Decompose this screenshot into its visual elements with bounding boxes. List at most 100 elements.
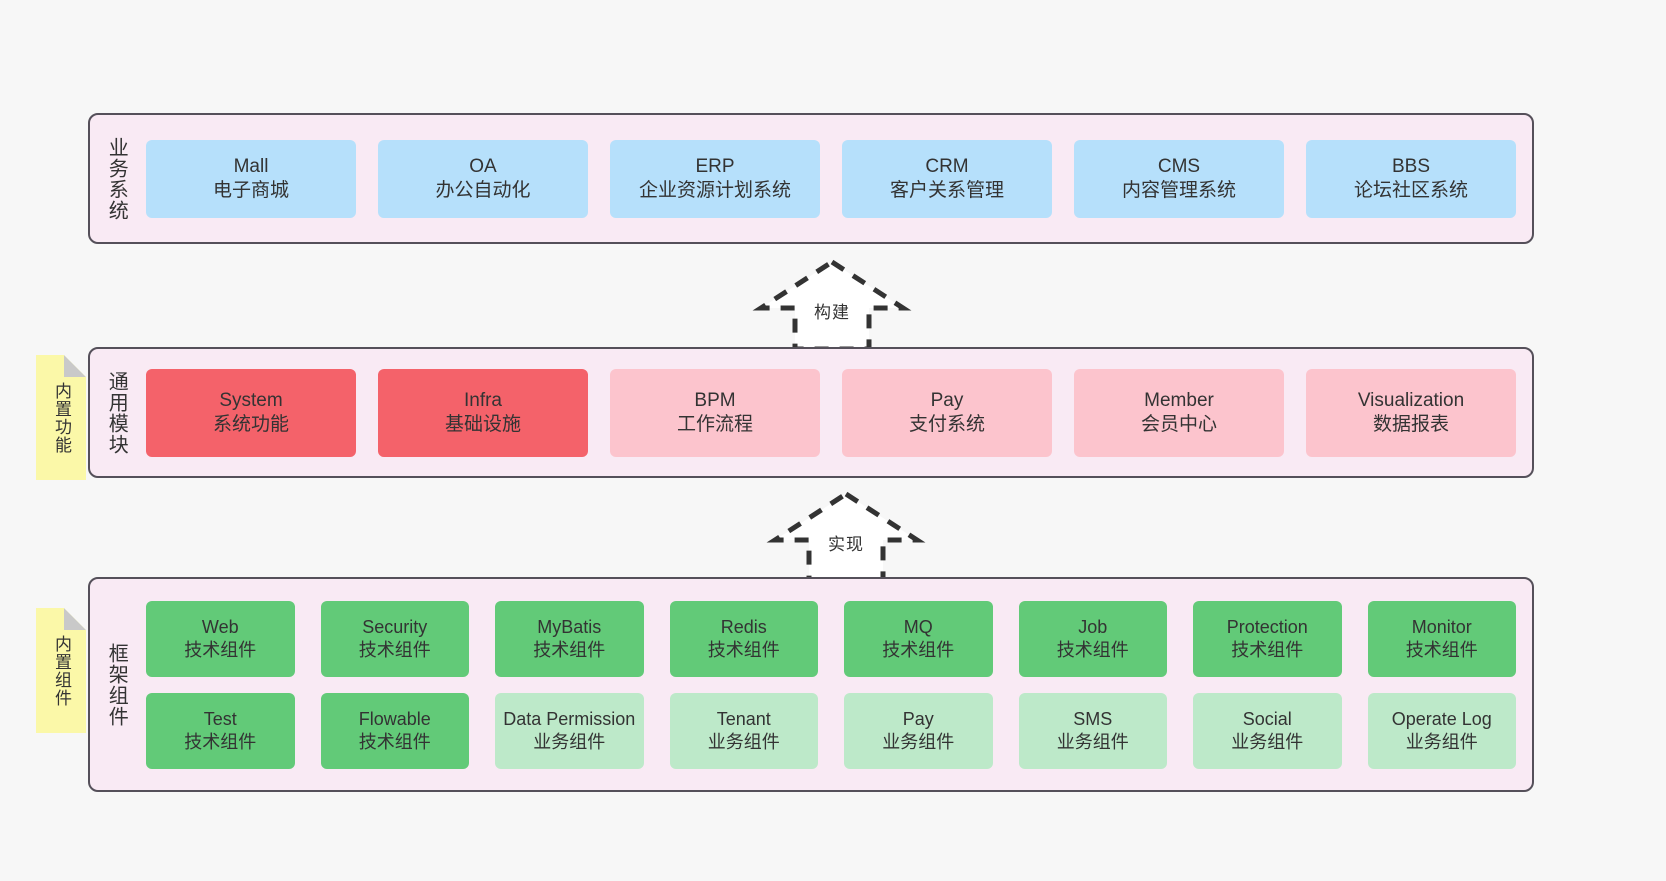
card-subtitle: 技术组件 (882, 639, 955, 660)
card-title: ERP (695, 155, 735, 177)
note-label: 内置组件 (52, 634, 72, 707)
card-subtitle: 支付系统 (908, 413, 985, 435)
card-oa[interactable]: OA 办公自动化 (378, 139, 588, 218)
card-redis[interactable]: Redis 技术组件 (669, 600, 818, 677)
card-title: Security (362, 617, 428, 637)
card-pay-business[interactable]: Pay 业务组件 (844, 692, 993, 769)
card-subtitle: 业务组件 (1231, 731, 1304, 752)
card-title: MyBatis (537, 617, 602, 637)
card-mq[interactable]: MQ 技术组件 (844, 600, 993, 677)
note-builtin-components: 内置组件 (36, 608, 86, 733)
card-web[interactable]: Web 技术组件 (146, 600, 295, 677)
arrow-outline-icon (766, 491, 926, 584)
note-fold-icon (64, 355, 86, 377)
card-security[interactable]: Security 技术组件 (320, 600, 469, 677)
card-title: Operate Log (1391, 709, 1492, 729)
card-erp[interactable]: ERP 企业资源计划系统 (610, 139, 820, 218)
card-title: Monitor (1411, 617, 1472, 637)
card-monitor[interactable]: Monitor 技术组件 (1367, 600, 1516, 677)
card-title: Pay (930, 389, 964, 411)
card-mybatis[interactable]: MyBatis 技术组件 (495, 600, 644, 677)
card-row: Web 技术组件 Security 技术组件 MyBatis 技术组件 Redi… (146, 600, 1516, 677)
card-title: Member (1144, 389, 1214, 411)
card-subtitle: 业务组件 (707, 731, 780, 752)
card-subtitle: 系统功能 (212, 413, 289, 435)
card-subtitle: 业务组件 (1405, 731, 1478, 752)
card-data-permission[interactable]: Data Permission 业务组件 (495, 692, 644, 769)
card-mall[interactable]: Mall 电子商城 (146, 139, 356, 218)
card-subtitle: 数据报表 (1372, 413, 1449, 435)
card-title: CMS (1157, 155, 1201, 177)
card-tenant[interactable]: Tenant 业务组件 (669, 692, 818, 769)
card-title: System (219, 389, 283, 411)
card-title: Pay (902, 709, 934, 729)
section-framework-components: 框架组件 Web 技术组件 Security 技术组件 MyBatis 技术组件… (88, 577, 1534, 792)
card-test[interactable]: Test 技术组件 (146, 692, 295, 769)
card-subtitle: 业务组件 (533, 731, 606, 752)
note-fold-icon (64, 608, 86, 630)
card-title: Visualization (1357, 389, 1465, 411)
card-subtitle: 技术组件 (1231, 639, 1304, 660)
card-subtitle: 客户关系管理 (889, 179, 1004, 201)
connector-implement-arrow: 实现 (766, 490, 926, 585)
card-subtitle: 技术组件 (184, 639, 257, 660)
card-title: OA (469, 155, 497, 177)
card-subtitle: 技术组件 (1405, 639, 1478, 660)
card-subtitle: 技术组件 (1056, 639, 1129, 660)
section-body-business-systems: Mall 电子商城 OA 办公自动化 ERP 企业资源计划系统 CRM 客户关系… (142, 115, 1532, 242)
card-title: Infra (463, 389, 503, 411)
card-row: Mall 电子商城 OA 办公自动化 ERP 企业资源计划系统 CRM 客户关系… (146, 139, 1516, 218)
section-body-common-modules: System 系统功能 Infra 基础设施 BPM 工作流程 Pay 支付系统… (142, 349, 1532, 476)
card-bbs[interactable]: BBS 论坛社区系统 (1306, 139, 1516, 218)
card-system[interactable]: System 系统功能 (146, 368, 356, 457)
card-row: System 系统功能 Infra 基础设施 BPM 工作流程 Pay 支付系统… (146, 368, 1516, 457)
card-social[interactable]: Social 业务组件 (1193, 692, 1342, 769)
card-title: Flowable (358, 709, 431, 729)
note-builtin-features: 内置功能 (36, 355, 86, 480)
connector-label: 实现 (828, 535, 864, 554)
card-bpm[interactable]: BPM 工作流程 (610, 368, 820, 457)
card-subtitle: 技术组件 (533, 639, 606, 660)
card-title: SMS (1073, 709, 1113, 729)
card-title: Protection (1226, 617, 1308, 637)
section-title-framework-components: 框架组件 (105, 642, 128, 727)
card-job[interactable]: Job 技术组件 (1018, 600, 1167, 677)
arrow-outline-icon (752, 259, 912, 352)
card-pay[interactable]: Pay 支付系统 (842, 368, 1052, 457)
card-title: Mall (233, 155, 269, 177)
card-flowable[interactable]: Flowable 技术组件 (320, 692, 469, 769)
card-title: Data Permission (503, 709, 636, 729)
card-title: CRM (925, 155, 969, 177)
card-title: Web (201, 617, 239, 637)
card-sms[interactable]: SMS 业务组件 (1018, 692, 1167, 769)
card-subtitle: 工作流程 (676, 413, 753, 435)
card-visualization[interactable]: Visualization 数据报表 (1306, 368, 1516, 457)
card-subtitle: 业务组件 (1056, 731, 1129, 752)
card-infra[interactable]: Infra 基础设施 (378, 368, 588, 457)
card-subtitle: 业务组件 (882, 731, 955, 752)
section-title-business-systems: 业务系统 (105, 136, 128, 221)
card-title: Test (203, 709, 237, 729)
card-title: MQ (903, 617, 933, 637)
card-subtitle: 企业资源计划系统 (638, 179, 791, 201)
card-crm[interactable]: CRM 客户关系管理 (842, 139, 1052, 218)
card-subtitle: 基础设施 (444, 413, 521, 435)
card-cms[interactable]: CMS 内容管理系统 (1074, 139, 1284, 218)
card-title: Social (1242, 709, 1292, 729)
card-subtitle: 内容管理系统 (1121, 179, 1236, 201)
connector-build-arrow: 构建 (752, 258, 912, 353)
card-subtitle: 技术组件 (358, 639, 431, 660)
section-common-modules: 通用模块 System 系统功能 Infra 基础设施 BPM 工作流程 Pay… (88, 347, 1534, 478)
card-subtitle: 办公自动化 (435, 179, 531, 201)
card-member[interactable]: Member 会员中心 (1074, 368, 1284, 457)
section-business-systems: 业务系统 Mall 电子商城 OA 办公自动化 ERP 企业资源计划系统 CRM… (88, 113, 1534, 244)
card-protection[interactable]: Protection 技术组件 (1193, 600, 1342, 677)
card-subtitle: 技术组件 (358, 731, 431, 752)
card-title: BPM (694, 389, 736, 411)
card-row: Test 技术组件 Flowable 技术组件 Data Permission … (146, 692, 1516, 769)
section-title-common-modules: 通用模块 (105, 370, 128, 455)
card-operate-log[interactable]: Operate Log 业务组件 (1367, 692, 1516, 769)
card-title: Job (1078, 617, 1108, 637)
card-title: BBS (1391, 155, 1431, 177)
